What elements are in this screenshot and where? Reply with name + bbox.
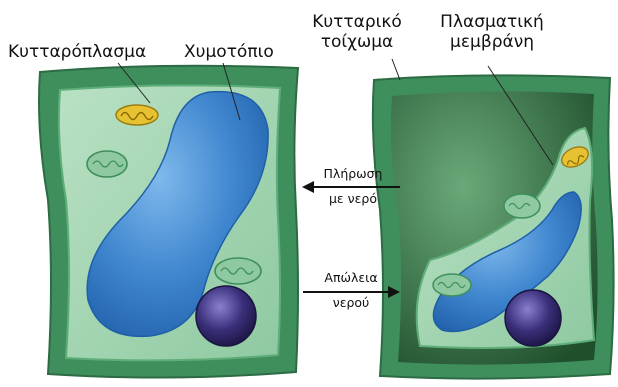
- right-chloroplast-2: [433, 274, 471, 296]
- water-loss-label-line2: νερού: [316, 295, 386, 310]
- left-chloroplast-1: [87, 151, 127, 177]
- left-cell: [39, 63, 298, 378]
- water-uptake-label: Πλήρωση με νερό: [318, 168, 388, 198]
- cytoplasm-label: Κυτταρόπλασμα: [8, 42, 146, 62]
- plasma-membrane-label-line2: μεμβράνη: [428, 32, 556, 52]
- cell-wall-label-line1: Κυτταρικό: [308, 12, 406, 32]
- cell-wall-label-line2: τοίχωμα: [308, 32, 406, 52]
- plasma-membrane-label: Πλασματική μεμβράνη: [428, 12, 556, 52]
- right-cell-wall-leader: [392, 59, 400, 80]
- vacuole-label: Χυμοτόπιο: [184, 42, 274, 62]
- left-mitochondrion-top: [116, 105, 158, 125]
- left-chloroplast-2: [215, 258, 261, 284]
- right-chloroplast-1: [504, 194, 540, 218]
- cell-wall-label: Κυτταρικό τοίχωμα: [308, 12, 406, 52]
- water-loss-label-line1: Απώλεια: [316, 270, 386, 285]
- water-uptake-label-line2: με νερό: [318, 191, 388, 206]
- right-nucleus: [505, 290, 561, 346]
- left-nucleus: [196, 286, 256, 346]
- water-loss-label: Απώλεια νερού: [316, 272, 386, 302]
- plasma-membrane-label-line1: Πλασματική: [428, 12, 556, 32]
- water-uptake-label-line1: Πλήρωση: [318, 166, 388, 181]
- right-cell: [373, 59, 614, 379]
